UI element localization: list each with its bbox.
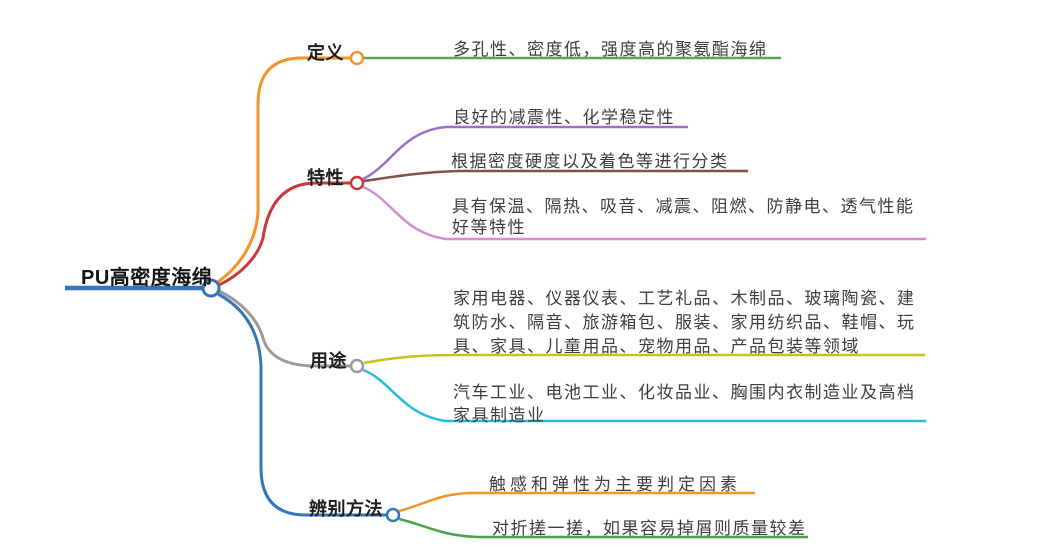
leaf-identification-2[interactable]: 对折搓一搓，如果容易掉屑则质量较差 bbox=[492, 519, 807, 538]
leaf-line-uses-2 bbox=[362, 368, 926, 423]
connector-identification bbox=[217, 292, 387, 517]
leaf-line-identification-2 bbox=[398, 517, 808, 539]
node-circle-identification[interactable] bbox=[385, 507, 401, 523]
leaf-uses-1[interactable]: 家用电器、仪器仪表、工艺礼品、木制品、玻璃陶瓷、建筑防水、隔音、旅游箱包、服装、… bbox=[453, 289, 916, 356]
connector-characteristics bbox=[218, 181, 351, 287]
node-circle-characteristics[interactable] bbox=[349, 175, 365, 191]
leaf-characteristics-1[interactable]: 良好的减震性、化学稳定性 bbox=[453, 108, 675, 127]
root-node-circle[interactable] bbox=[201, 278, 221, 298]
leaf-characteristics-2[interactable]: 根据密度硬度以及着色等进行分类 bbox=[451, 152, 729, 171]
connector-definition bbox=[217, 56, 351, 284]
node-circle-uses[interactable] bbox=[349, 358, 365, 374]
leaf-uses-2[interactable]: 汽车工业、电池工业、化妆品业、胸围内衣制造业及高档家具制造业 bbox=[453, 383, 916, 425]
leaf-identification-1[interactable]: 触感和弹性为主要判定因素 bbox=[489, 475, 741, 494]
leaf-line-characteristics-1 bbox=[362, 125, 688, 181]
leaf-line-characteristics-3 bbox=[362, 185, 926, 241]
leaf-line-uses-1 bbox=[363, 353, 925, 365]
leaf-line-identification-1 bbox=[398, 491, 755, 513]
branch-label-uses[interactable]: 用途 bbox=[310, 351, 347, 371]
leaf-line-characteristics-2 bbox=[363, 169, 748, 183]
connector-uses bbox=[218, 289, 351, 368]
branch-label-identification[interactable]: 辨别方法 bbox=[309, 499, 383, 519]
branch-label-definition[interactable]: 定义 bbox=[307, 43, 344, 63]
node-circle-definition[interactable] bbox=[349, 50, 365, 66]
root-node-label[interactable]: PU高密度海绵 bbox=[81, 267, 213, 289]
leaf-definition-1[interactable]: 多孔性、密度低，强度高的聚氨酯海绵 bbox=[453, 40, 768, 59]
branch-label-characteristics[interactable]: 特性 bbox=[307, 168, 344, 188]
leaf-characteristics-3[interactable]: 具有保温、隔热、吸音、减震、阻燃、防静电、透气性能好等特性 bbox=[452, 197, 915, 237]
